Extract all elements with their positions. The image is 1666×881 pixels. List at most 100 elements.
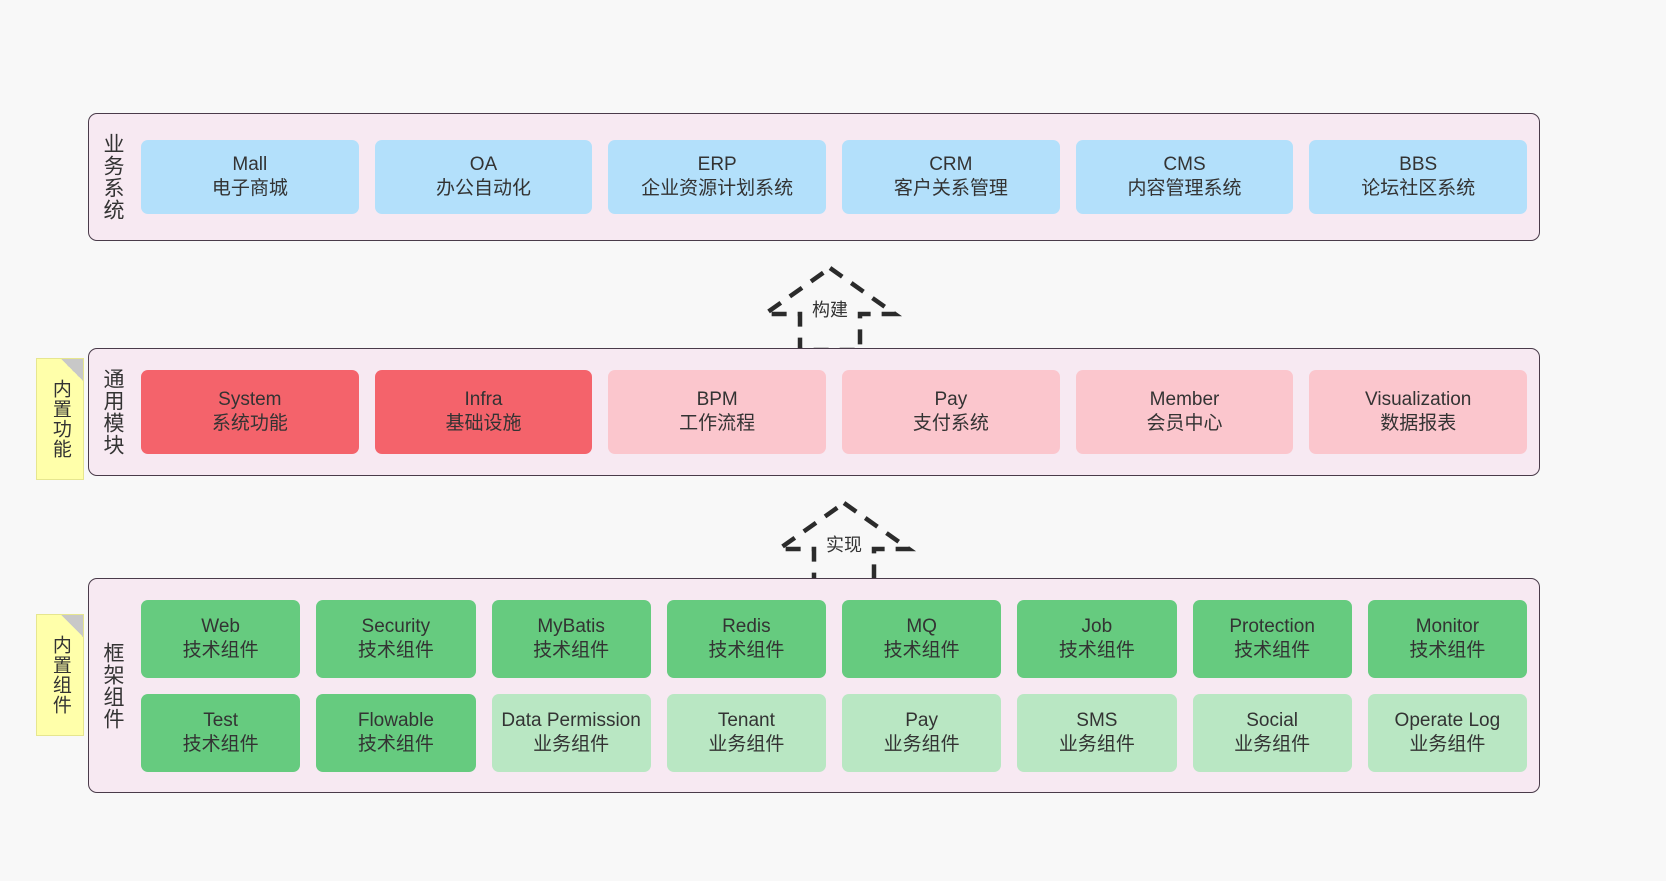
node-subtitle: 企业资源计划系统 [641, 178, 794, 199]
layer-caption-framework: 框架组件 [100, 641, 124, 730]
layer-body-business: Mall 电子商城 OA 办公自动化 ERP 企业资源计划系统 CRM 客户关系… [135, 114, 1539, 240]
node-title: Mall [232, 154, 268, 176]
node-title: Tenant [717, 709, 775, 731]
node-row: Web 技术组件 Security 技术组件 MyBatis 技术组件 Redi… [141, 599, 1527, 678]
node-title: Protection [1229, 615, 1315, 637]
node-erp[interactable]: ERP 企业资源计划系统 [608, 140, 827, 214]
node-title: Member [1149, 389, 1220, 411]
node-subtitle: 会员中心 [1146, 413, 1223, 434]
node-job[interactable]: Job 技术组件 [1017, 599, 1177, 678]
node-subtitle: 技术组件 [1409, 639, 1486, 661]
layer-body-modules: System 系统功能 Infra 基础设施 BPM 工作流程 Pay 支付系统… [135, 349, 1539, 475]
node-title: Redis [722, 615, 771, 637]
node-subtitle: 技术组件 [533, 639, 610, 661]
node-pay-component[interactable]: Pay 业务组件 [842, 693, 1002, 772]
node-subtitle: 业务组件 [883, 733, 960, 755]
node-subtitle: 业务组件 [1234, 733, 1311, 755]
node-title: Pay [934, 389, 968, 411]
node-visualization[interactable]: Visualization 数据报表 [1309, 370, 1528, 454]
node-cms[interactable]: CMS 内容管理系统 [1075, 140, 1294, 214]
node-mybatis[interactable]: MyBatis 技术组件 [491, 599, 651, 678]
node-title: SMS [1076, 709, 1118, 731]
folded-corner-icon [61, 615, 83, 637]
layer-framework: 框架组件 Web 技术组件 Security 技术组件 MyBatis 技术组件… [88, 578, 1540, 793]
node-subtitle: 技术组件 [182, 733, 259, 755]
connector-build: 构建 [740, 258, 920, 358]
node-sms[interactable]: SMS 业务组件 [1017, 693, 1177, 772]
node-subtitle: 技术组件 [708, 639, 785, 661]
node-title: BBS [1399, 154, 1438, 176]
node-subtitle: 业务组件 [708, 733, 785, 755]
node-tenant[interactable]: Tenant 业务组件 [666, 693, 826, 772]
node-subtitle: 技术组件 [357, 733, 434, 755]
node-title: Infra [464, 389, 503, 411]
layer-business: 业务系统 Mall 电子商城 OA 办公自动化 ERP 企业资源计划系统 CRM… [88, 113, 1540, 241]
node-social[interactable]: Social 业务组件 [1192, 693, 1352, 772]
node-test[interactable]: Test 技术组件 [141, 693, 301, 772]
sticky-note-label: 内置组件 [49, 635, 71, 715]
node-subtitle: 技术组件 [182, 639, 259, 661]
node-subtitle: 内容管理系统 [1127, 178, 1242, 199]
node-subtitle: 办公自动化 [436, 178, 532, 199]
node-title: Test [203, 709, 239, 731]
node-title: CMS [1163, 154, 1206, 176]
node-subtitle: 数据报表 [1380, 413, 1457, 434]
node-oa[interactable]: OA 办公自动化 [374, 140, 593, 214]
node-infra[interactable]: Infra 基础设施 [374, 370, 593, 454]
node-subtitle: 技术组件 [1234, 639, 1311, 661]
node-row: Mall 电子商城 OA 办公自动化 ERP 企业资源计划系统 CRM 客户关系… [141, 140, 1528, 214]
node-subtitle: 支付系统 [912, 413, 989, 434]
node-operate-log[interactable]: Operate Log 业务组件 [1367, 693, 1527, 772]
sticky-note-builtin-features: 内置功能 [36, 358, 84, 480]
node-monitor[interactable]: Monitor 技术组件 [1367, 599, 1527, 678]
node-mall[interactable]: Mall 电子商城 [141, 140, 359, 214]
connector-implement: 实现 [754, 493, 934, 593]
node-redis[interactable]: Redis 技术组件 [666, 599, 826, 678]
node-web[interactable]: Web 技术组件 [141, 599, 301, 678]
layer-body-framework: Web 技术组件 Security 技术组件 MyBatis 技术组件 Redi… [135, 579, 1539, 792]
node-security[interactable]: Security 技术组件 [316, 599, 476, 678]
node-title: System [218, 389, 282, 411]
node-subtitle: 基础设施 [445, 413, 522, 434]
node-flowable[interactable]: Flowable 技术组件 [316, 693, 476, 772]
sticky-note-label: 内置功能 [49, 379, 71, 459]
node-subtitle: 系统功能 [211, 413, 288, 434]
node-subtitle: 技术组件 [357, 639, 434, 661]
node-title: Social [1246, 709, 1298, 731]
node-title: Pay [905, 709, 938, 731]
node-subtitle: 技术组件 [1058, 639, 1135, 661]
node-pay-module[interactable]: Pay 支付系统 [842, 370, 1060, 454]
layer-caption-business: 业务系统 [100, 133, 124, 221]
node-title: Monitor [1415, 615, 1480, 637]
node-mq[interactable]: MQ 技术组件 [842, 599, 1002, 678]
node-title: BPM [696, 389, 738, 411]
node-member[interactable]: Member 会员中心 [1075, 370, 1294, 454]
node-data-permission[interactable]: Data Permission 业务组件 [491, 693, 651, 772]
connector-label: 实现 [826, 535, 862, 555]
node-title: ERP [697, 154, 737, 176]
node-title: Job [1081, 615, 1113, 637]
node-subtitle: 电子商城 [211, 178, 288, 199]
node-subtitle: 论坛社区系统 [1361, 178, 1476, 199]
node-title: Data Permission [501, 709, 641, 731]
sticky-note-builtin-components: 内置组件 [36, 614, 84, 736]
node-title: MyBatis [537, 615, 605, 637]
node-subtitle: 技术组件 [883, 639, 960, 661]
node-row: Test 技术组件 Flowable 技术组件 Data Permission … [141, 693, 1527, 772]
node-system[interactable]: System 系统功能 [141, 370, 359, 454]
connector-label: 构建 [812, 300, 848, 320]
node-title: Operate Log [1394, 709, 1501, 731]
node-bpm[interactable]: BPM 工作流程 [608, 370, 827, 454]
node-title: Visualization [1365, 389, 1472, 411]
node-bbs[interactable]: BBS 论坛社区系统 [1309, 140, 1528, 214]
node-crm[interactable]: CRM 客户关系管理 [842, 140, 1060, 214]
node-subtitle: 客户关系管理 [893, 178, 1008, 199]
layer-caption-modules: 通用模块 [100, 368, 124, 456]
node-protection[interactable]: Protection 技术组件 [1192, 599, 1352, 678]
node-title: OA [469, 154, 498, 176]
node-title: CRM [929, 154, 973, 176]
generalization-arrow-icon [757, 265, 903, 353]
node-subtitle: 业务组件 [533, 733, 610, 755]
node-title: MQ [906, 615, 937, 637]
layer-modules: 通用模块 System 系统功能 Infra 基础设施 BPM 工作流程 Pay… [88, 348, 1540, 476]
